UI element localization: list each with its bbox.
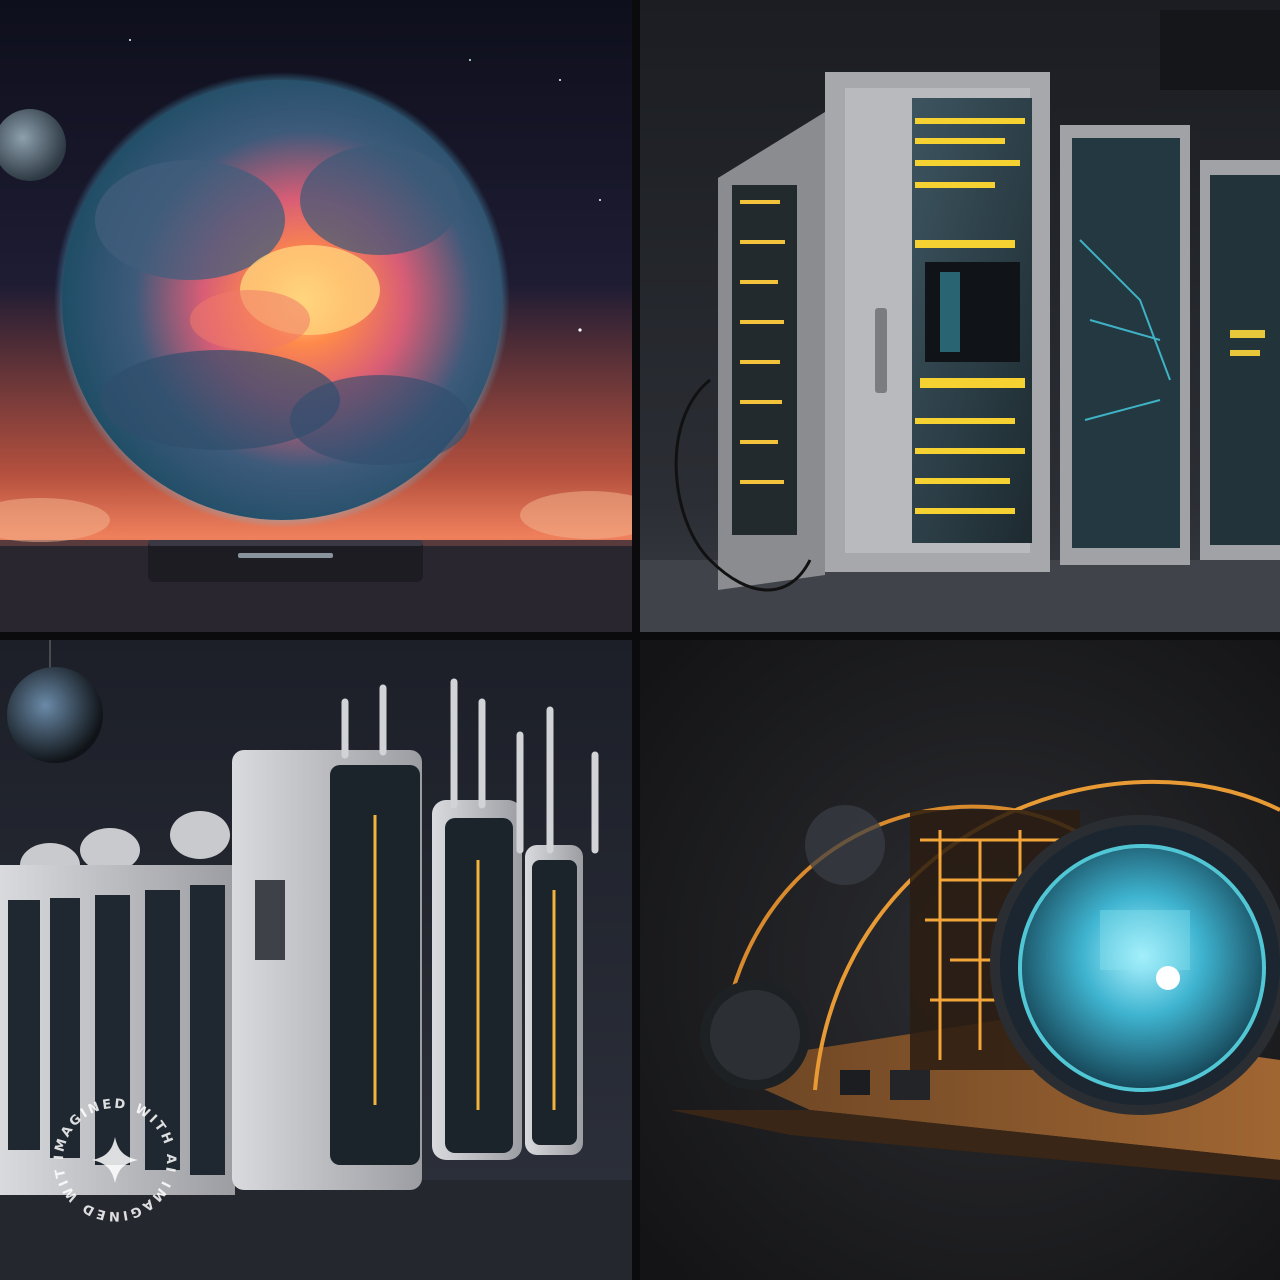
- panel-server-farm: [0, 640, 632, 1280]
- server-racks-illustration: [640, 0, 1280, 632]
- panel-quantum-dome: [640, 640, 1280, 1280]
- cloud-planet-illustration: [0, 0, 632, 632]
- panel-cloud-planet: [0, 0, 632, 632]
- panel-server-racks: [640, 0, 1280, 632]
- imagined-with-ai-watermark: IMAGINED WITH AI IMAGINED WITH AI: [33, 1074, 190, 1235]
- server-farm-illustration: [0, 640, 632, 1280]
- quantum-dome-illustration: [640, 640, 1280, 1280]
- sparkle-logo-icon: [92, 1137, 138, 1183]
